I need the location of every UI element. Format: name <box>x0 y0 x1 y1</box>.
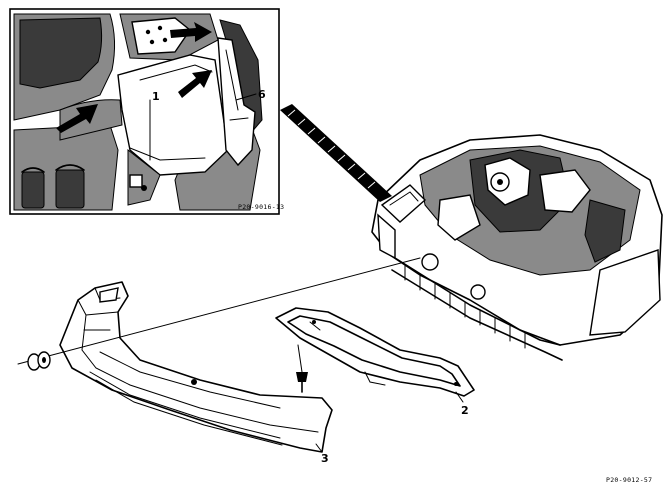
arrow-upper-icon <box>170 22 212 42</box>
bumper-cover-part-3 <box>59 281 333 453</box>
bumper-absorber-part-2 <box>275 307 475 397</box>
arrow-middle-icon <box>178 70 212 98</box>
inset-part-1-duct <box>117 54 229 206</box>
inset-figure-code: P20-9016-13 <box>238 203 284 211</box>
inset-detail-view: 1 6 P20-9016-13 <box>9 8 284 215</box>
fastening-screw-icon <box>296 344 308 393</box>
callout-part-1: 1 <box>152 90 160 103</box>
main-figure-code: P20-9012-57 <box>606 476 652 484</box>
arrow-left-icon <box>56 104 98 133</box>
nut-washer-icon <box>27 351 51 371</box>
callout-part-2: 2 <box>461 404 469 417</box>
inset-arrows <box>56 22 212 133</box>
callout-part-6: 6 <box>258 88 266 101</box>
inset-connector-band <box>280 104 392 202</box>
alignment-line <box>17 257 421 365</box>
vehicle-front-end <box>371 134 663 361</box>
callout-part-3: 3 <box>321 452 329 465</box>
